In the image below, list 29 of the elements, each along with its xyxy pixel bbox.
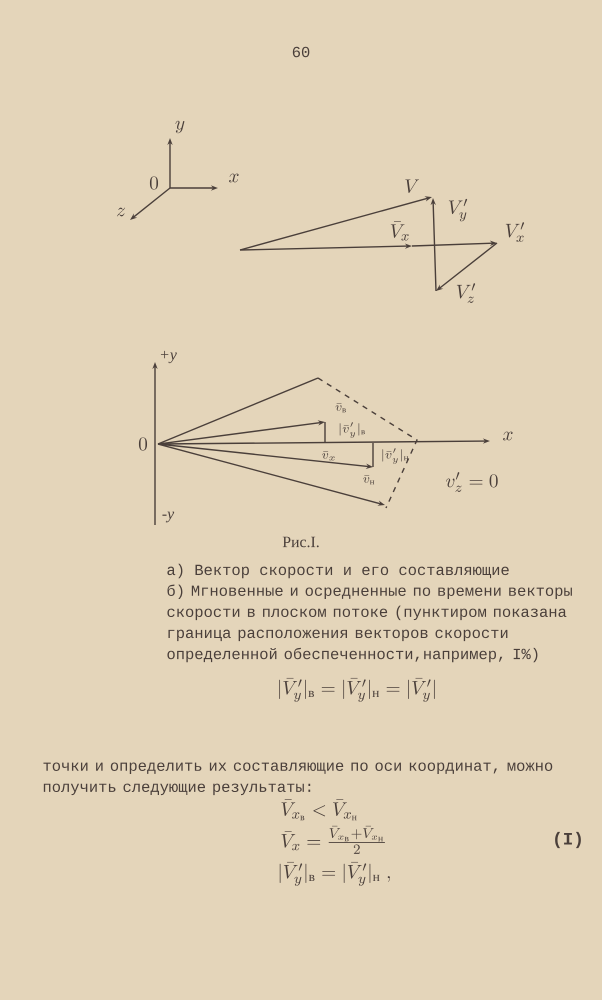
formula: $\bar{V}_{x_{\text{в}}} < \bar{V}_{x_{\text{н}}}$: [282, 799, 357, 820]
formula: $|\bar{V}_y'|_{\text{в}} = |\bar{V}_y'|_{\text{н}} = |\bar{V}_y'|$: [279, 678, 435, 702]
formula: $\bar{V}_x = \frac{\bar{V}_{x_{\text{в}}} + \bar{V}_{x_{\text{н}}}}{2}$: [282, 826, 385, 854]
equation-number: (I): [555, 832, 581, 848]
vector-label: $\bar{v}_x$: [322, 451, 335, 461]
vector-label: $\bar{v}_{\text{н}}$: [363, 475, 374, 484]
axis-label: +y: [160, 350, 177, 364]
origin-label: $0$: [150, 176, 158, 190]
caption-text: б) Мгновенные и осредненные по времени векторы скорости в плоском потоке (пунктиром показана граница расположения векторов скорости определенной обеспеченности,например, I%): [167, 584, 572, 662]
axis-label: -y: [162, 512, 174, 522]
body-paragraph: точки и определить их составляющие по оси координат, можно получить следующие результаты:: [43, 762, 552, 796]
vector-label: $V_z'$: [456, 283, 476, 303]
origin-label: $0$: [138, 437, 148, 451]
vector-label: $V_y'$: [448, 198, 468, 222]
figure-number: Рис.I.: [282, 536, 319, 548]
axis-label: $z$: [116, 208, 126, 216]
axis-label: $x$: [503, 432, 513, 440]
axis-label: $x$: [229, 174, 239, 182]
vector-label: $\bar{V}_x$: [390, 221, 409, 240]
vector-label: $V_x'$: [506, 222, 524, 242]
vector-label: $\bar{v}_{\text{в}}$: [336, 403, 346, 412]
vector-label: $|\bar{v}_y'|_{\text{н}}$: [382, 448, 408, 464]
vector-label: $|\bar{v}_y'|_{\text{в}}$: [340, 422, 365, 438]
vector-label: $v_z'=0$: [446, 472, 498, 492]
caption-text: а) Вектор скорости и его составляющие: [167, 564, 509, 578]
vector-label: $V$: [405, 179, 420, 193]
axis-label: $y$: [176, 120, 184, 134]
formula: $|\bar{V}_y'|_{\text{в}} = |\bar{V}_y'|_{\text{н}} \;,$: [280, 862, 390, 886]
page-number: 60: [292, 46, 310, 58]
